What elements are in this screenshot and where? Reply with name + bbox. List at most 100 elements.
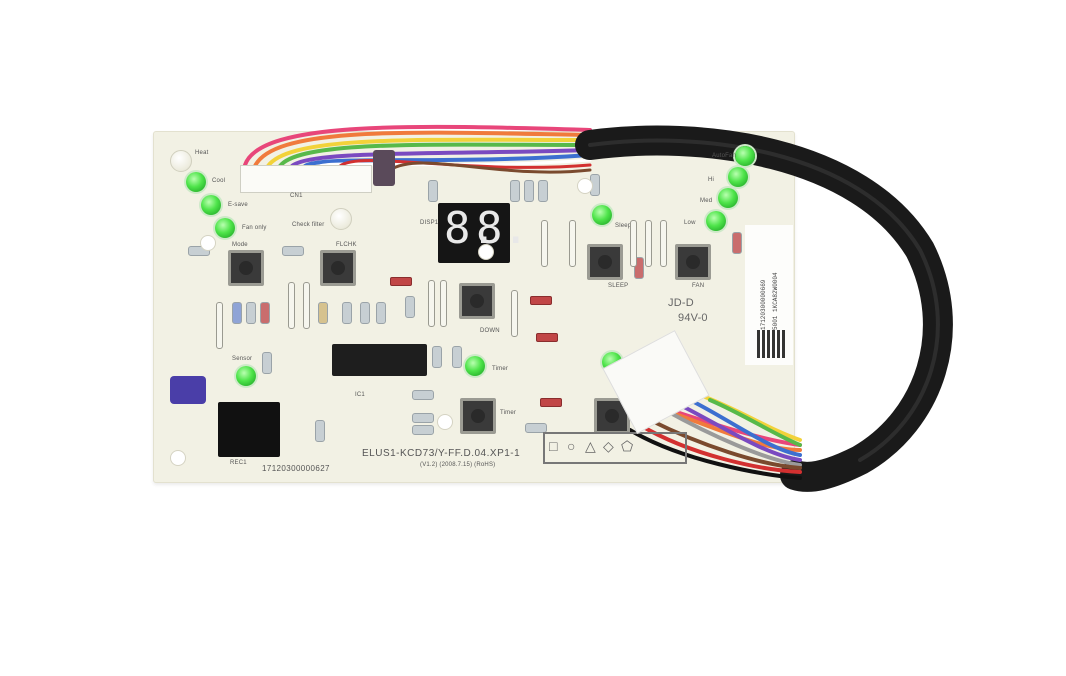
label-disp1: DISP1 xyxy=(420,220,439,226)
recycling-symbols: □ ○ △ ◇ ⬠ xyxy=(543,432,687,464)
jumper xyxy=(511,290,518,337)
label-rec1: REC1 xyxy=(230,460,247,466)
label-sw-flchk: FLCHK xyxy=(336,242,357,248)
led-autofan xyxy=(735,146,755,166)
resistor xyxy=(262,352,272,374)
label-led-sleep: Sleep xyxy=(615,223,632,229)
sticker-line1: 5001 1KCA82W0004 xyxy=(772,272,779,330)
resistor xyxy=(318,302,328,324)
mounting-hole xyxy=(478,244,494,260)
resistor xyxy=(376,302,386,324)
label-cn1: CN1 xyxy=(290,193,303,199)
label-sw-down: DOWN xyxy=(480,328,500,334)
resistor xyxy=(188,246,210,256)
resistor xyxy=(342,302,352,324)
label-led-autofan: AutoFan xyxy=(712,153,737,159)
led-med xyxy=(718,188,738,208)
diode xyxy=(634,257,644,279)
diode xyxy=(536,333,558,342)
shape-1: ○ xyxy=(567,438,576,454)
label-led-med: Med xyxy=(700,198,713,204)
diode xyxy=(530,296,552,305)
resistor xyxy=(412,390,434,400)
switch-mode[interactable] xyxy=(228,250,264,286)
label-led-heat: Heat xyxy=(195,150,209,156)
resistor xyxy=(524,180,534,202)
led-fan-only xyxy=(215,218,235,238)
connector-cn1 xyxy=(240,165,372,193)
sticker-line2: 17120300000669 xyxy=(760,279,767,330)
resistor xyxy=(538,180,548,202)
label-ic1: IC1 xyxy=(355,392,365,398)
jumper xyxy=(660,220,667,267)
label-led-hi: Hi xyxy=(708,177,715,183)
resistor xyxy=(428,180,438,202)
led-heat xyxy=(170,150,192,172)
resistor xyxy=(232,302,242,324)
digit-2: 8. xyxy=(476,203,529,254)
mounting-hole xyxy=(170,450,186,466)
jumper xyxy=(303,282,310,329)
resistor xyxy=(246,302,256,324)
switch-flchk[interactable] xyxy=(320,250,356,286)
resistor xyxy=(315,420,325,442)
shape-4: ⬠ xyxy=(621,438,634,454)
flammability-rating: 94V-0 xyxy=(678,312,708,324)
revision-line: (V1.2) (2008.7.15) (RoHS) xyxy=(420,462,496,468)
resistor xyxy=(282,246,304,256)
resistor xyxy=(405,296,415,318)
label-led-low: Low xyxy=(684,220,696,226)
serial-number: 17120300000627 xyxy=(262,464,330,473)
jumper xyxy=(288,282,295,329)
diode xyxy=(540,398,562,407)
switch-down[interactable] xyxy=(459,283,495,319)
led-hi xyxy=(728,167,748,187)
mounting-hole xyxy=(437,414,453,430)
digit-1: 8. xyxy=(444,203,497,254)
resistor xyxy=(412,413,434,423)
label-led-timer: Timer xyxy=(492,366,509,372)
label-led-fan-only: Fan only xyxy=(242,225,267,231)
resistor xyxy=(260,302,270,324)
jumper xyxy=(428,280,435,327)
ir-receiver xyxy=(218,402,280,457)
resistor xyxy=(525,423,547,433)
jumper xyxy=(645,220,652,267)
seven-segment-display: 8. 8. xyxy=(438,203,529,263)
led-low xyxy=(706,211,726,231)
part-number: ELUS1-KCD73/Y-FF.D.04.XP1-1 xyxy=(362,448,521,459)
led-cool xyxy=(186,172,206,192)
resistor xyxy=(452,346,462,368)
label-sw-fan: FAN xyxy=(692,283,705,289)
label-sw-sleep: SLEEP xyxy=(608,283,629,289)
led-sensor xyxy=(236,366,256,386)
resistor xyxy=(432,346,442,368)
mounting-hole xyxy=(577,178,593,194)
jumper xyxy=(216,302,223,349)
diode xyxy=(732,232,742,254)
jumper xyxy=(440,280,447,327)
led-esave xyxy=(201,195,221,215)
capacitor-c1 xyxy=(170,376,206,404)
shape-3: ◇ xyxy=(603,438,614,454)
ul-marking: JD-D xyxy=(668,297,694,309)
jumper xyxy=(630,220,637,267)
diode xyxy=(390,277,412,286)
switch-fan[interactable] xyxy=(675,244,711,280)
switch-sleep[interactable] xyxy=(587,244,623,280)
label-led-sensor: Sensor xyxy=(232,356,253,362)
label-sw-timer: Timer xyxy=(500,410,517,416)
jumper xyxy=(541,220,548,267)
shape-2: △ xyxy=(585,438,596,454)
switch-timer[interactable] xyxy=(460,398,496,434)
led-check-filter xyxy=(330,208,352,230)
label-led-cool: Cool xyxy=(212,178,226,184)
mounting-hole xyxy=(200,235,216,251)
jumper xyxy=(569,220,576,267)
shape-0: □ xyxy=(549,438,560,454)
label-led-check-filter: Check filter xyxy=(292,222,325,228)
label-sw-mode: Mode xyxy=(232,242,248,248)
label-led-esave: E-save xyxy=(228,202,248,208)
led-sleep xyxy=(592,205,612,225)
